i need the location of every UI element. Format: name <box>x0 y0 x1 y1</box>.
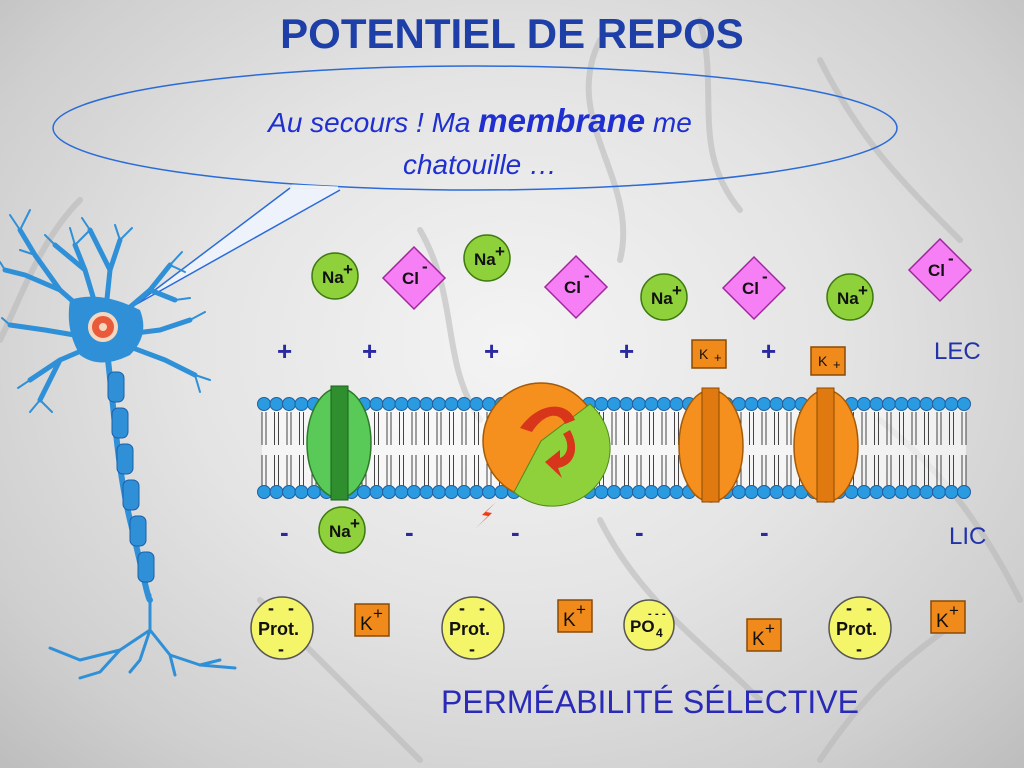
negative-charge: - <box>280 517 289 547</box>
speech-bubble-text: Au secours ! Ma membrane me chatouille … <box>180 100 780 186</box>
svg-text:K: K <box>936 611 949 632</box>
svg-text:4: 4 <box>656 626 663 640</box>
svg-text:+: + <box>858 281 868 300</box>
svg-text:-: - <box>948 249 954 268</box>
neuron-illustration <box>0 209 237 680</box>
svg-text:-: - <box>459 598 465 618</box>
potassium-channel <box>793 387 859 503</box>
positive-charge: + <box>619 336 634 366</box>
footer-caption: PERMÉABILITÉ SÉLECTIVE <box>441 684 859 720</box>
positive-charge: + <box>362 336 377 366</box>
svg-text:-: - <box>866 598 872 618</box>
bubble-keyword: membrane <box>478 102 646 139</box>
lic-label: LIC <box>949 523 987 550</box>
svg-text:-: - <box>856 639 862 659</box>
chloride-ion: Cl- <box>381 245 447 311</box>
svg-text:K: K <box>563 610 576 631</box>
svg-text:Cl: Cl <box>402 269 419 288</box>
sodium-potassium-pump <box>476 382 611 528</box>
svg-text:-: - <box>762 267 768 286</box>
svg-text:-: - <box>648 608 652 620</box>
svg-text:+: + <box>765 619 775 638</box>
svg-text:-: - <box>288 598 294 618</box>
sodium-channel <box>306 385 372 501</box>
svg-text:+: + <box>343 260 353 279</box>
positive-charge: + <box>761 336 776 366</box>
svg-text:-: - <box>846 598 852 618</box>
svg-text:K: K <box>360 614 373 635</box>
svg-text:K: K <box>752 629 765 650</box>
svg-text:Na: Na <box>837 289 859 308</box>
positive-charge: + <box>277 336 292 366</box>
potassium-ion: K+ <box>557 599 593 633</box>
svg-text:Na: Na <box>651 289 673 308</box>
potassium-ion: K+ <box>354 603 390 637</box>
sodium-ion: Na+ <box>640 273 688 321</box>
channel-group <box>306 382 859 528</box>
svg-text:K: K <box>818 353 828 369</box>
svg-text:+: + <box>576 600 586 619</box>
svg-text:-: - <box>268 598 274 618</box>
potassium-ion: K+ <box>810 346 846 376</box>
chloride-ion: Cl- <box>543 254 609 320</box>
svg-text:Cl: Cl <box>742 279 759 298</box>
lec-label: LEC <box>934 338 981 365</box>
negative-charge: - <box>511 517 520 547</box>
chloride-ion: Cl- <box>907 237 973 303</box>
svg-text:-: - <box>422 257 428 276</box>
svg-text:+: + <box>672 281 682 300</box>
svg-text:Cl: Cl <box>928 261 945 280</box>
svg-text:+: + <box>833 357 841 372</box>
potassium-channel <box>678 387 744 503</box>
potassium-ion: K+ <box>691 339 727 369</box>
svg-text:+: + <box>495 242 505 261</box>
bubble-line1-part1: Au secours ! Ma <box>268 107 479 138</box>
potassium-ion: K+ <box>930 600 966 634</box>
svg-text:-: - <box>469 639 475 659</box>
svg-text:-: - <box>584 266 590 285</box>
protein-anion: Prot.--- <box>828 596 892 660</box>
slide-title: POTENTIEL DE REPOS <box>280 10 744 57</box>
svg-text:-: - <box>662 608 666 620</box>
svg-text:+: + <box>350 514 360 533</box>
svg-text:Cl: Cl <box>564 278 581 297</box>
svg-text:-: - <box>278 639 284 659</box>
sodium-ion: Na+ <box>826 273 874 321</box>
positive-charge: + <box>484 336 499 366</box>
svg-text:+: + <box>714 350 722 365</box>
sodium-ion: Na+ <box>311 252 359 300</box>
potassium-ion: K+ <box>746 618 782 652</box>
svg-text:K: K <box>699 346 709 362</box>
svg-text:+: + <box>373 604 383 623</box>
svg-text:-: - <box>655 608 659 620</box>
svg-text:Prot.: Prot. <box>836 619 877 639</box>
bubble-line2: chatouille … <box>402 149 558 180</box>
sodium-ion: Na+ <box>318 506 366 554</box>
negative-charge: - <box>760 517 769 547</box>
negative-charge: - <box>405 517 414 547</box>
negative-charge: - <box>635 517 644 547</box>
svg-text:Na: Na <box>322 268 344 287</box>
protein-anion: Prot.--- <box>250 596 314 660</box>
svg-text:Na: Na <box>329 522 351 541</box>
chloride-ion: Cl- <box>721 255 787 321</box>
protein-anion: Prot.--- <box>441 596 505 660</box>
svg-text:Prot.: Prot. <box>449 619 490 639</box>
bubble-line1-part3: me <box>645 107 692 138</box>
svg-text:Na: Na <box>474 250 496 269</box>
svg-text:-: - <box>479 598 485 618</box>
sodium-ion: Na+ <box>463 234 511 282</box>
svg-text:Prot.: Prot. <box>258 619 299 639</box>
svg-text:PO: PO <box>630 617 655 636</box>
svg-text:+: + <box>949 601 959 620</box>
